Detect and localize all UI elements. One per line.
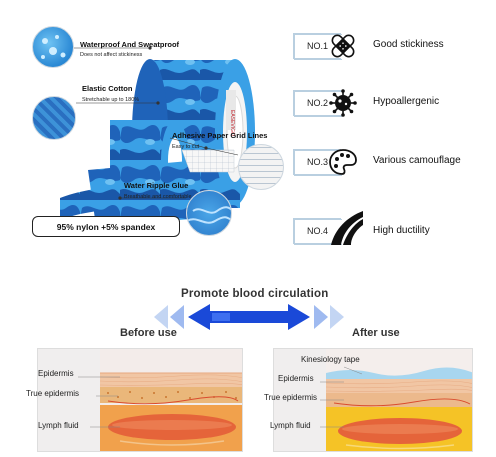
label-kinesiology-tape: Kinesiology tape (301, 355, 360, 364)
label-epidermis: Epidermis (38, 369, 74, 378)
water-drops-icon (41, 35, 66, 59)
grid-zoom-circle (238, 144, 284, 190)
callout-title: Water Ripple Glue (124, 181, 189, 190)
bandage-icon (331, 34, 355, 58)
callout-title: Adhesive Paper Grid Lines (172, 131, 268, 140)
callout-title: Waterproof And Sweatproof (80, 40, 180, 49)
circulation-banner-title: Promote blood circulation (181, 288, 329, 300)
label-epidermis: Epidermis (278, 374, 314, 383)
virus-icon (329, 89, 357, 117)
callout-cotton: Elastic Cotton Stretchable up to 180% (82, 84, 139, 103)
feature-row-1: NO.1 Good stickiness (293, 31, 491, 61)
callout-waterproof: Waterproof And Sweatproof Does not affec… (80, 40, 179, 58)
feature-label: Good stickiness (373, 39, 444, 50)
road-icon (331, 211, 363, 245)
callout-subtitle: Easy to cut (172, 144, 200, 150)
material-spec-box: 95% nylon +5% spandex (32, 216, 180, 237)
waterproof-zoom-circle (32, 26, 74, 68)
tape-rolls-graphic: EASEVIGO (60, 59, 255, 226)
callout-grid: Adhesive Paper Grid Lines Easy to cut (172, 131, 267, 150)
cotton-zoom-circle (32, 96, 76, 140)
palette-icon (329, 149, 357, 175)
label-lymph-fluid: Lymph fluid (38, 421, 79, 430)
ripple-glue-icon (187, 206, 231, 224)
double-arrow-graphic (154, 304, 344, 330)
callout-subtitle: Stretchable up to 180% (82, 97, 140, 103)
skin-layers-before (78, 349, 242, 451)
product-illustration: EASEVIGO (0, 0, 280, 250)
callout-subtitle: Does not affect stickiness (80, 52, 143, 58)
label-lymph-fluid: Lymph fluid (270, 421, 311, 430)
before-use-panel (37, 348, 243, 452)
feature-row-2: NO.2 Hypoallergenic (293, 88, 491, 118)
skin-layers-after (320, 349, 472, 451)
label-true-epidermis: True epidermis (264, 393, 318, 402)
glue-zoom-circle (186, 190, 232, 236)
feature-label: Various camouflage (373, 155, 461, 166)
label-true-epidermis: True epidermis (26, 389, 80, 398)
callout-glue: Water Ripple Glue Breathable and comfort… (124, 181, 192, 200)
callout-lines (74, 46, 239, 200)
feature-row-3: NO.3 Various camouflage (293, 147, 491, 177)
after-use-title: After use (352, 327, 400, 339)
callout-title: Elastic Cotton (82, 84, 133, 93)
feature-label: High ductility (373, 225, 430, 236)
before-use-title: Before use (120, 327, 177, 339)
feature-label: Hypoallergenic (373, 96, 440, 107)
after-use-panel (273, 348, 473, 452)
svg-text:EASEVIGO: EASEVIGO (229, 110, 235, 136)
feature-row-4: NO.4 High ductility (293, 211, 491, 247)
callout-subtitle: Breathable and comfortable (124, 194, 192, 200)
feature-number: NO.4 (293, 218, 342, 245)
